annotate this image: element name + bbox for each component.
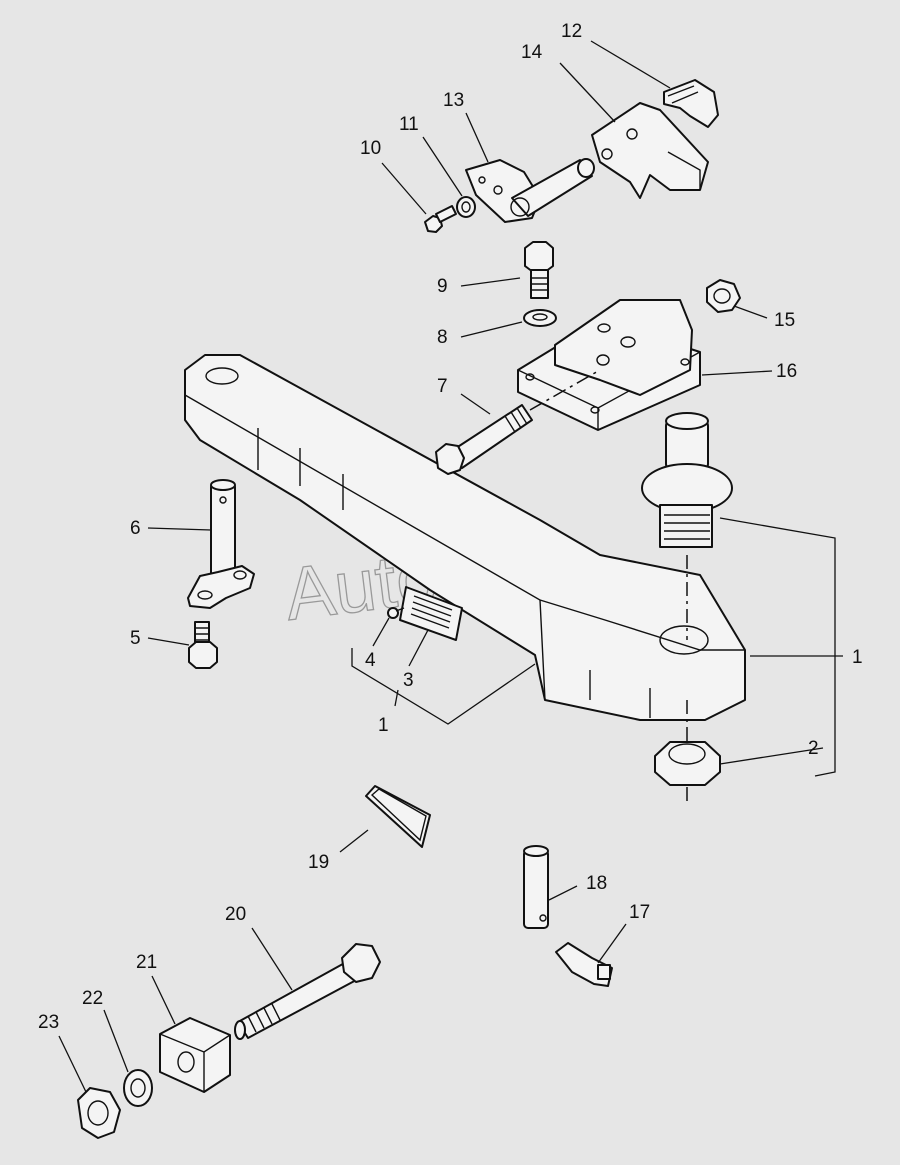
- bolt-part-5: [188, 621, 218, 669]
- callout-8: 8: [437, 327, 448, 348]
- callout-13: 13: [443, 90, 464, 111]
- nut-part-15: [706, 279, 741, 313]
- callout-17: 17: [629, 902, 650, 923]
- callout-11: 11: [399, 114, 419, 135]
- callout-15: 15: [774, 310, 795, 331]
- callout-2: 2: [808, 738, 819, 759]
- callout-1-right: 1: [852, 647, 863, 668]
- screw-part-4: [387, 607, 405, 619]
- callout-22: 22: [82, 988, 103, 1009]
- callout-20: 20: [225, 904, 246, 925]
- callout-7: 7: [437, 376, 448, 397]
- callout-21: 21: [136, 952, 157, 973]
- washer-part-11: [456, 196, 476, 218]
- callout-4: 4: [365, 650, 376, 671]
- callout-18: 18: [586, 873, 607, 894]
- nut-part-23: [77, 1087, 121, 1139]
- block-part-21: [159, 1017, 231, 1093]
- leader-lines: [58, 40, 843, 1093]
- callout-1-bottom: 1: [378, 715, 389, 736]
- callout-6: 6: [130, 518, 141, 539]
- spring-clip-part-17: [555, 942, 613, 987]
- gasket-part-19: [365, 785, 431, 848]
- washer-part-22: [123, 1069, 153, 1107]
- bolt-part-7: [435, 369, 601, 475]
- clip-part-12: [663, 79, 719, 128]
- pin-part-6: [187, 479, 255, 609]
- washer-part-8: [523, 309, 557, 327]
- callout-5: 5: [130, 628, 141, 649]
- callout-16: 16: [776, 361, 797, 382]
- pin-part-18: [523, 845, 549, 929]
- callout-23: 23: [38, 1012, 59, 1033]
- screw-part-10: [424, 205, 457, 233]
- callout-3: 3: [403, 670, 414, 691]
- callout-14: 14: [521, 42, 543, 63]
- bolt-part-9: [524, 241, 554, 299]
- callout-9: 9: [437, 276, 448, 297]
- nut-part-2: [654, 700, 721, 805]
- plate-part-13: [465, 158, 595, 223]
- callout-12: 12: [561, 21, 582, 42]
- bracket-part-16: [517, 299, 701, 431]
- latch-part-14: [591, 102, 709, 199]
- hitch-pin-part: [641, 412, 733, 640]
- callout-19: 19: [308, 852, 329, 873]
- bolt-part-20: [234, 943, 381, 1040]
- callout-labels: 1 1 2 3 4 5 6 7 8 9 10 11 12 13 14 15 16…: [38, 21, 863, 1033]
- callout-10: 10: [360, 138, 381, 159]
